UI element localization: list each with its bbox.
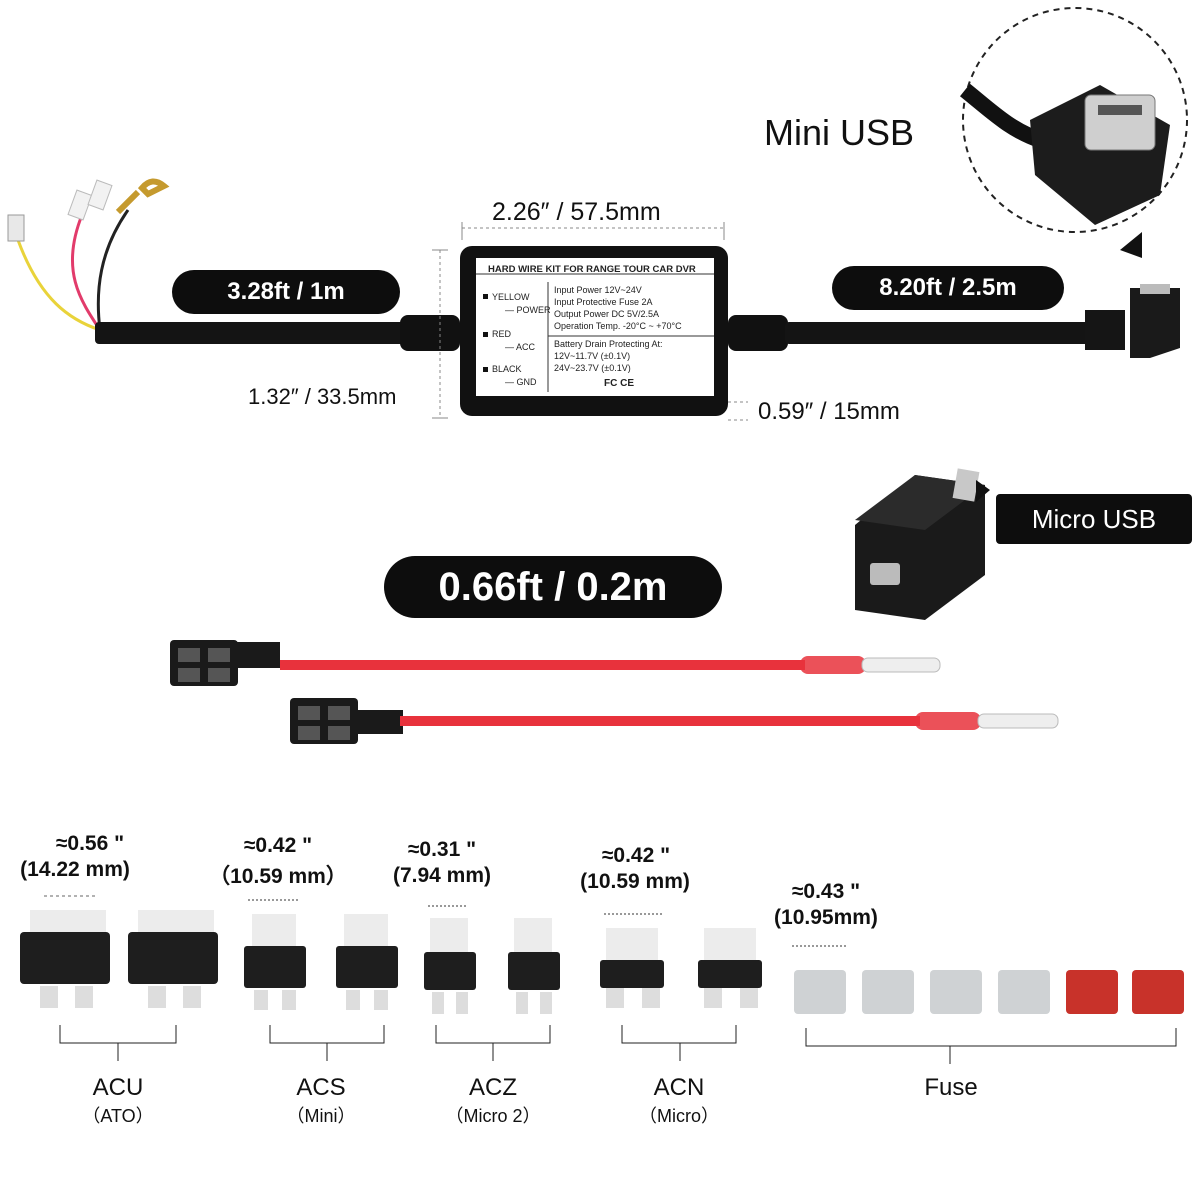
acu-size-mm: (14.22 mm) — [20, 858, 130, 881]
micro-usb-adapter-illustration — [170, 468, 1059, 744]
fuse-name: Fuse — [924, 1074, 978, 1101]
spec-temp: Operation Temp. -20°C ~ +70°C — [554, 321, 682, 331]
length-left-pill: 3.28ft / 1m — [172, 270, 400, 314]
acn-size-in: ≈0.42 " — [601, 844, 671, 867]
acn-name: ACN — [653, 1074, 705, 1101]
acs-size-in: ≈0.42 " — [243, 834, 313, 857]
spec-input-power: Input Power 12V~24V — [554, 285, 642, 295]
adapter-length-pill: 0.66ft / 0.2m — [384, 556, 722, 618]
spec-output: Output Power DC 5V/2.5A — [554, 309, 660, 319]
fuse-types-illustration — [20, 895, 1184, 1064]
drain-12v: 12V~11.7V (±0.1V) — [554, 351, 631, 361]
acu-name: ACU — [92, 1074, 144, 1101]
acs-size-mm: （10.59 mm） — [209, 865, 347, 888]
box-title: HARD WIRE KIT FOR RANGE TOUR CAR DVR — [488, 264, 696, 275]
acz-name: ACZ — [469, 1074, 517, 1101]
acu-sub: （ATO） — [82, 1106, 154, 1126]
acz-size-in: ≈0.31 " — [407, 838, 477, 861]
drain-24v: 24V~23.7V (±0.1V) — [554, 363, 631, 373]
wire-red: RED — [492, 329, 512, 339]
acs-sub: （Mini） — [286, 1106, 356, 1126]
acz-sub: （Micro 2） — [445, 1106, 541, 1126]
micro-usb-pill: Micro USB — [996, 494, 1192, 544]
length-right-pill: 8.20ft / 2.5m — [832, 266, 1064, 310]
acz-size-mm: (7.94 mm) — [392, 864, 492, 887]
cert-marks: FC CE — [604, 378, 634, 389]
acs-name: ACS — [296, 1074, 346, 1101]
drain-title: Battery Drain Protecting At: — [554, 339, 663, 349]
mini-usb-label: Mini USB — [764, 112, 915, 153]
fuse-size-in: ≈0.43 " — [791, 880, 861, 903]
wire-black: BLACK — [492, 364, 522, 374]
acn-sub: （Micro） — [639, 1106, 719, 1126]
acu-size-in: ≈0.56 " — [55, 832, 125, 855]
wire-black-fn: — GND — [505, 377, 537, 387]
wire-red-fn: — ACC — [505, 342, 536, 352]
spec-fuse: Input Protective Fuse 2A — [554, 297, 653, 307]
acn-size-mm: (10.59 mm) — [580, 870, 690, 893]
wire-yellow: YELLOW — [492, 292, 530, 302]
height-dimension: 1.32″ / 33.5mm — [248, 384, 397, 409]
wire-yellow-fn: — POWER — [505, 305, 551, 315]
hardwire-kit-illustration — [7, 7, 1188, 421]
depth-dimension: 0.59″ / 15mm — [758, 398, 900, 425]
width-dimension: 2.26″ / 57.5mm — [492, 198, 661, 226]
fuse-size-mm: (10.95mm) — [774, 906, 878, 929]
